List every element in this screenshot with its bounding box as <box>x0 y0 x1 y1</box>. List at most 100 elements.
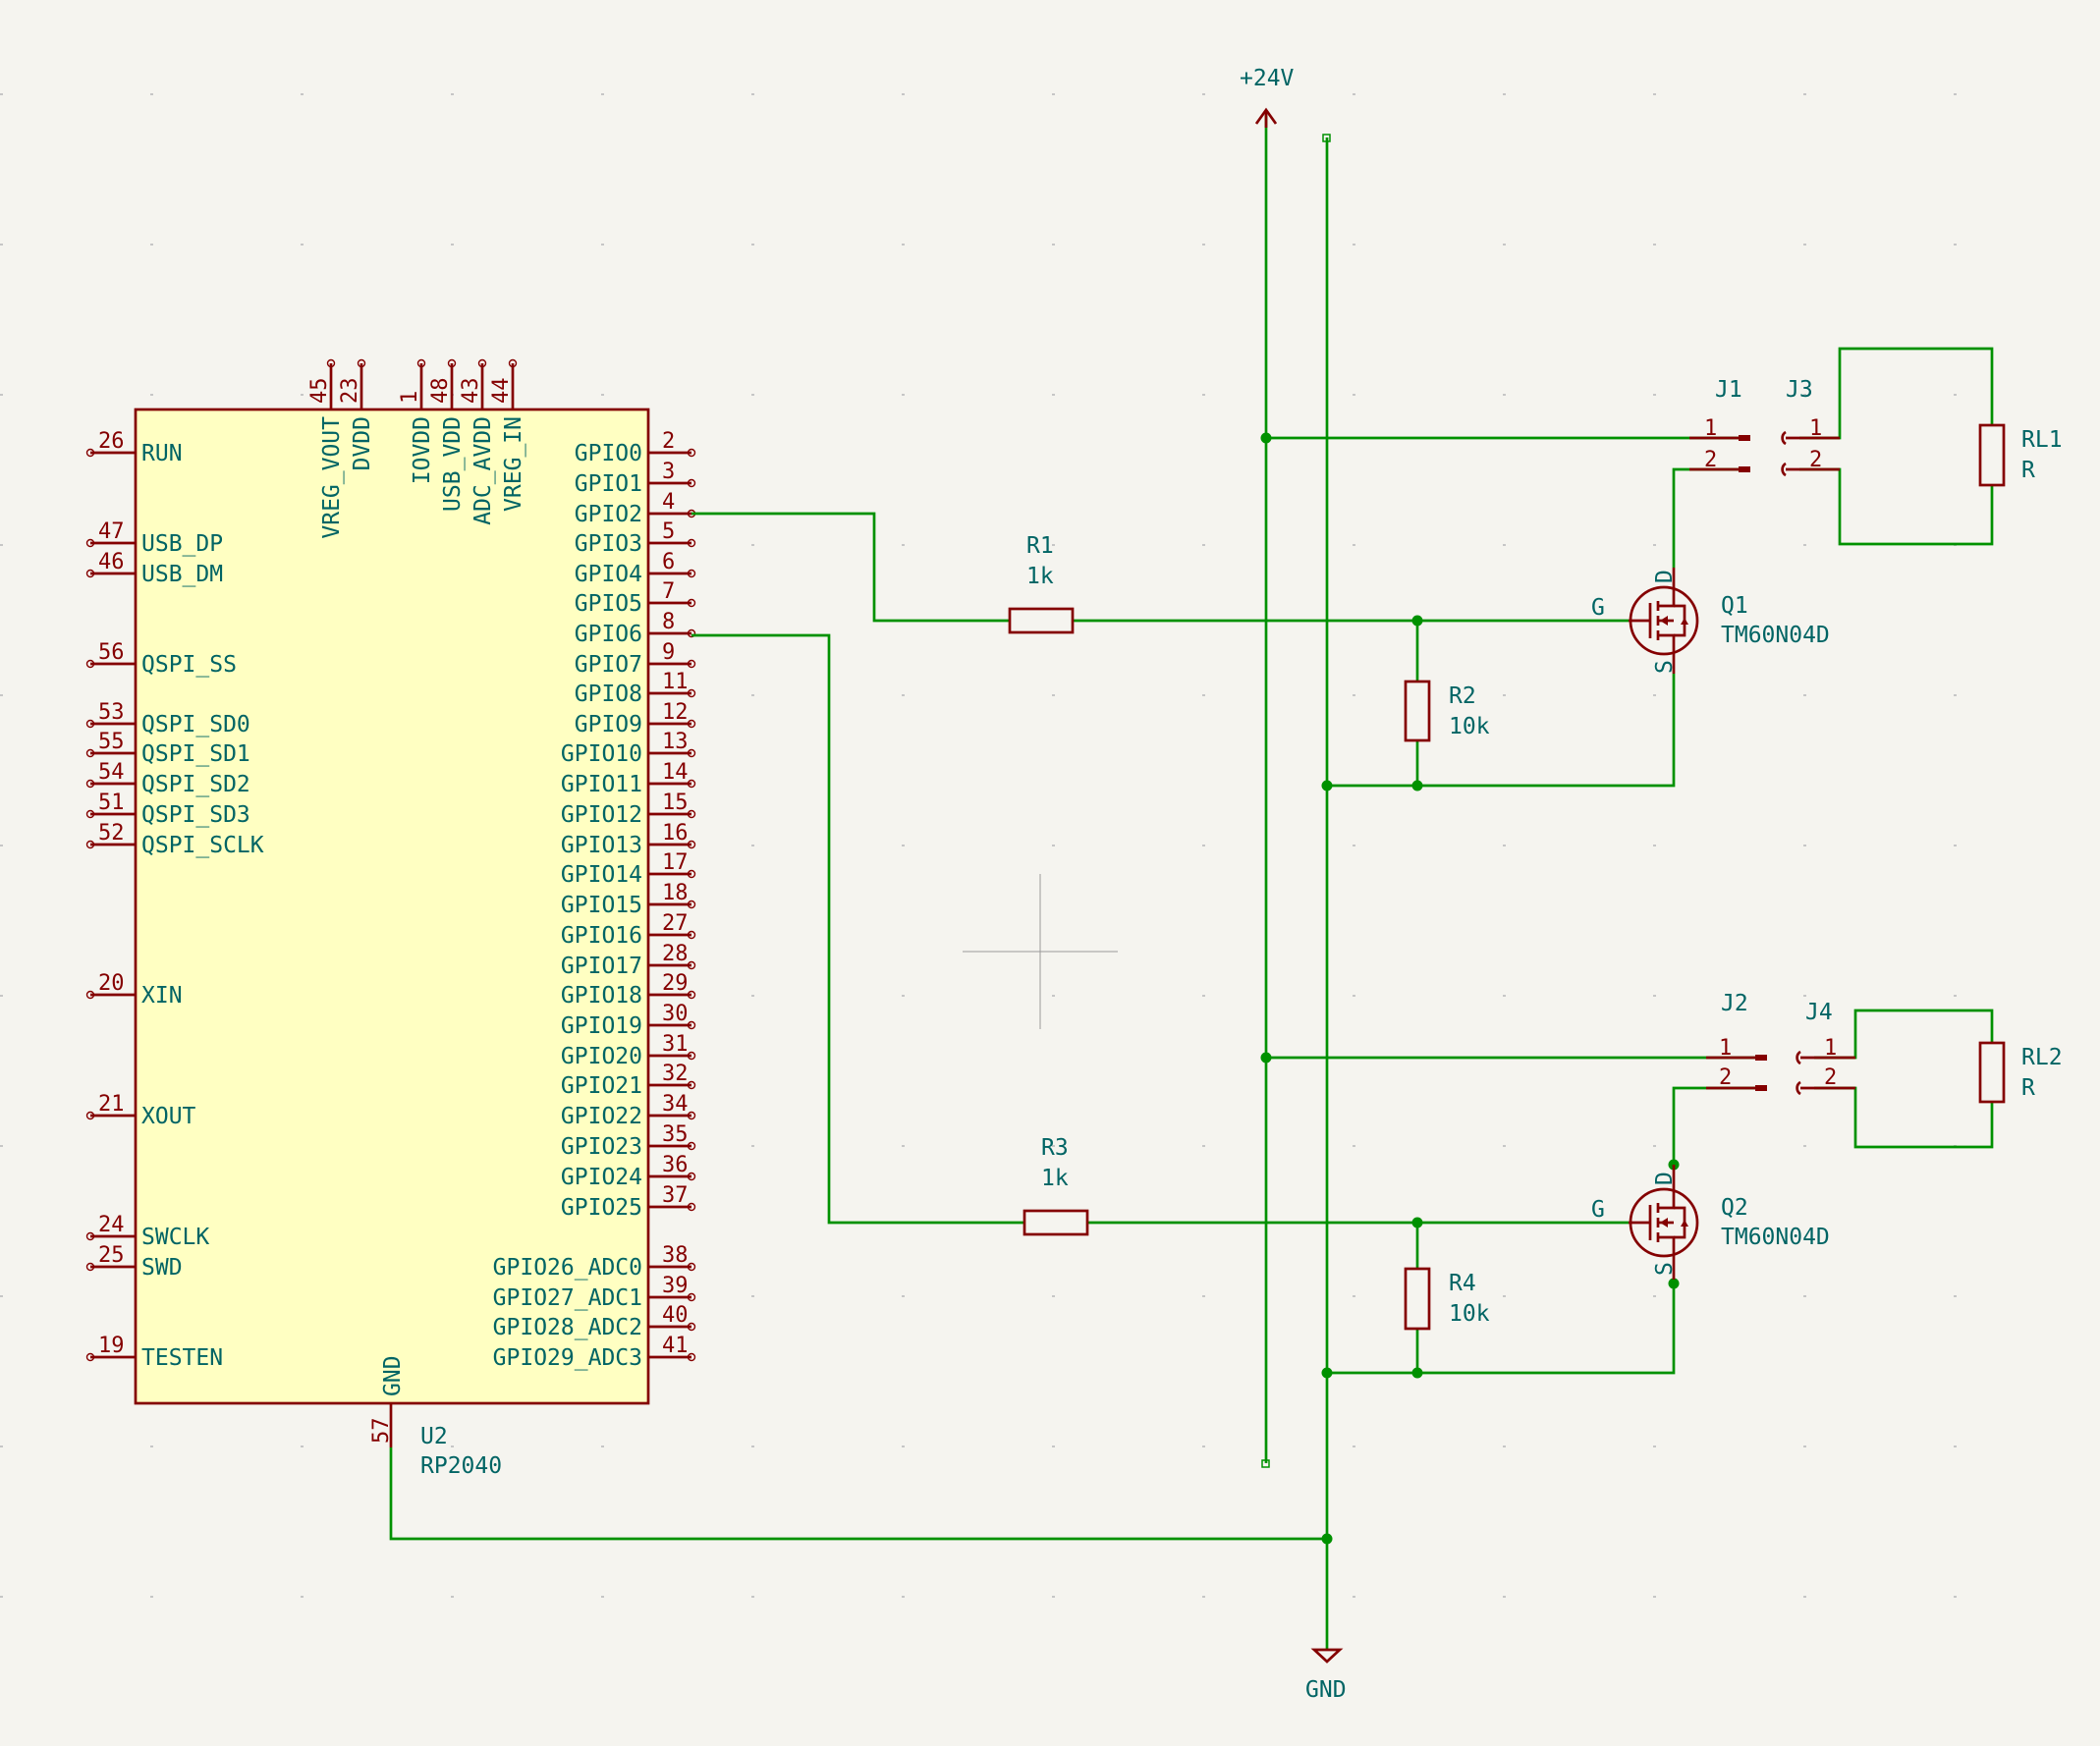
ic-u2-rp2040[interactable]: RUN26USB_DP47USB_DM46QSPI_SS56QSPI_SD053… <box>85 358 696 1480</box>
pin-name: GPIO23 <box>561 1134 642 1160</box>
resistor-r4[interactable]: R4 10k <box>1404 1267 1490 1331</box>
pin-number: 7 <box>662 579 675 604</box>
pin-name: GPIO1 <box>575 471 642 497</box>
mosfet-q2[interactable]: G D S Q2 TM60N04D <box>1591 1165 1830 1280</box>
rl1-reference: RL1 <box>2021 427 2063 453</box>
connector-j4[interactable]: J4 1 2 <box>1796 1000 1855 1096</box>
pin-name: GPIO13 <box>561 833 642 858</box>
connector-j3[interactable]: J3 1 2 <box>1781 377 1840 477</box>
pin-name: VREG_IN <box>501 416 526 512</box>
pin-name: DVDD <box>350 416 375 470</box>
q1-value: TM60N04D <box>1721 623 1830 648</box>
resistor-r2[interactable]: R2 10k <box>1404 680 1490 742</box>
pin-name: GPIO27_ADC1 <box>493 1285 642 1311</box>
r4-value: 10k <box>1449 1301 1490 1327</box>
q2-pin-g: G <box>1591 1197 1605 1223</box>
rl2-value: R <box>2021 1075 2035 1101</box>
rl2-reference: RL2 <box>2021 1045 2063 1070</box>
resistor-r1[interactable]: R1 1k <box>1008 533 1075 634</box>
q2-value: TM60N04D <box>1721 1225 1830 1250</box>
connector-j1[interactable]: J1 1 2 <box>1689 377 1750 472</box>
power-24v[interactable]: +24V <box>1240 66 1295 128</box>
pin-number: 5 <box>662 519 675 544</box>
j2-reference: J2 <box>1721 991 1748 1016</box>
pin-name: QSPI_SS <box>141 652 237 678</box>
q2-pin-d: D <box>1652 1172 1678 1185</box>
resistor-r3[interactable]: R3 1k <box>1022 1135 1089 1236</box>
pin-name: GPIO3 <box>575 531 642 557</box>
connector-j2[interactable]: J2 1 2 <box>1706 991 1767 1091</box>
load-rl1[interactable]: RL1 R <box>1978 423 2063 487</box>
pin-name: GPIO9 <box>575 712 642 737</box>
pin-number: 32 <box>662 1062 689 1086</box>
pin-number: 27 <box>662 911 689 936</box>
q1-pin-g: G <box>1591 595 1605 621</box>
pin-name: ADC_AVDD <box>470 416 496 525</box>
pin-number: 21 <box>98 1092 125 1117</box>
j2-pin2: 2 <box>1719 1065 1732 1090</box>
pin-number: 4 <box>662 490 675 515</box>
pin-number: 26 <box>98 429 125 454</box>
u2-pin-right-gpio3[interactable]: GPIO3 5 <box>575 519 696 557</box>
pin-name: GPIO10 <box>561 741 642 767</box>
pin-number: 41 <box>662 1334 689 1358</box>
mosfet-q1[interactable]: G D S Q1 TM60N04D <box>1591 568 1830 674</box>
pin-name: XIN <box>141 983 183 1009</box>
pin-name: QSPI_SD3 <box>141 802 250 828</box>
power-gnd[interactable]: GND <box>1305 1648 1347 1703</box>
pin-number: 24 <box>98 1213 125 1237</box>
load-rl2[interactable]: RL2 R <box>1978 1041 2063 1104</box>
pin-name: TESTEN <box>141 1345 223 1371</box>
u2-gnd-pin-name: GND <box>380 1355 406 1396</box>
